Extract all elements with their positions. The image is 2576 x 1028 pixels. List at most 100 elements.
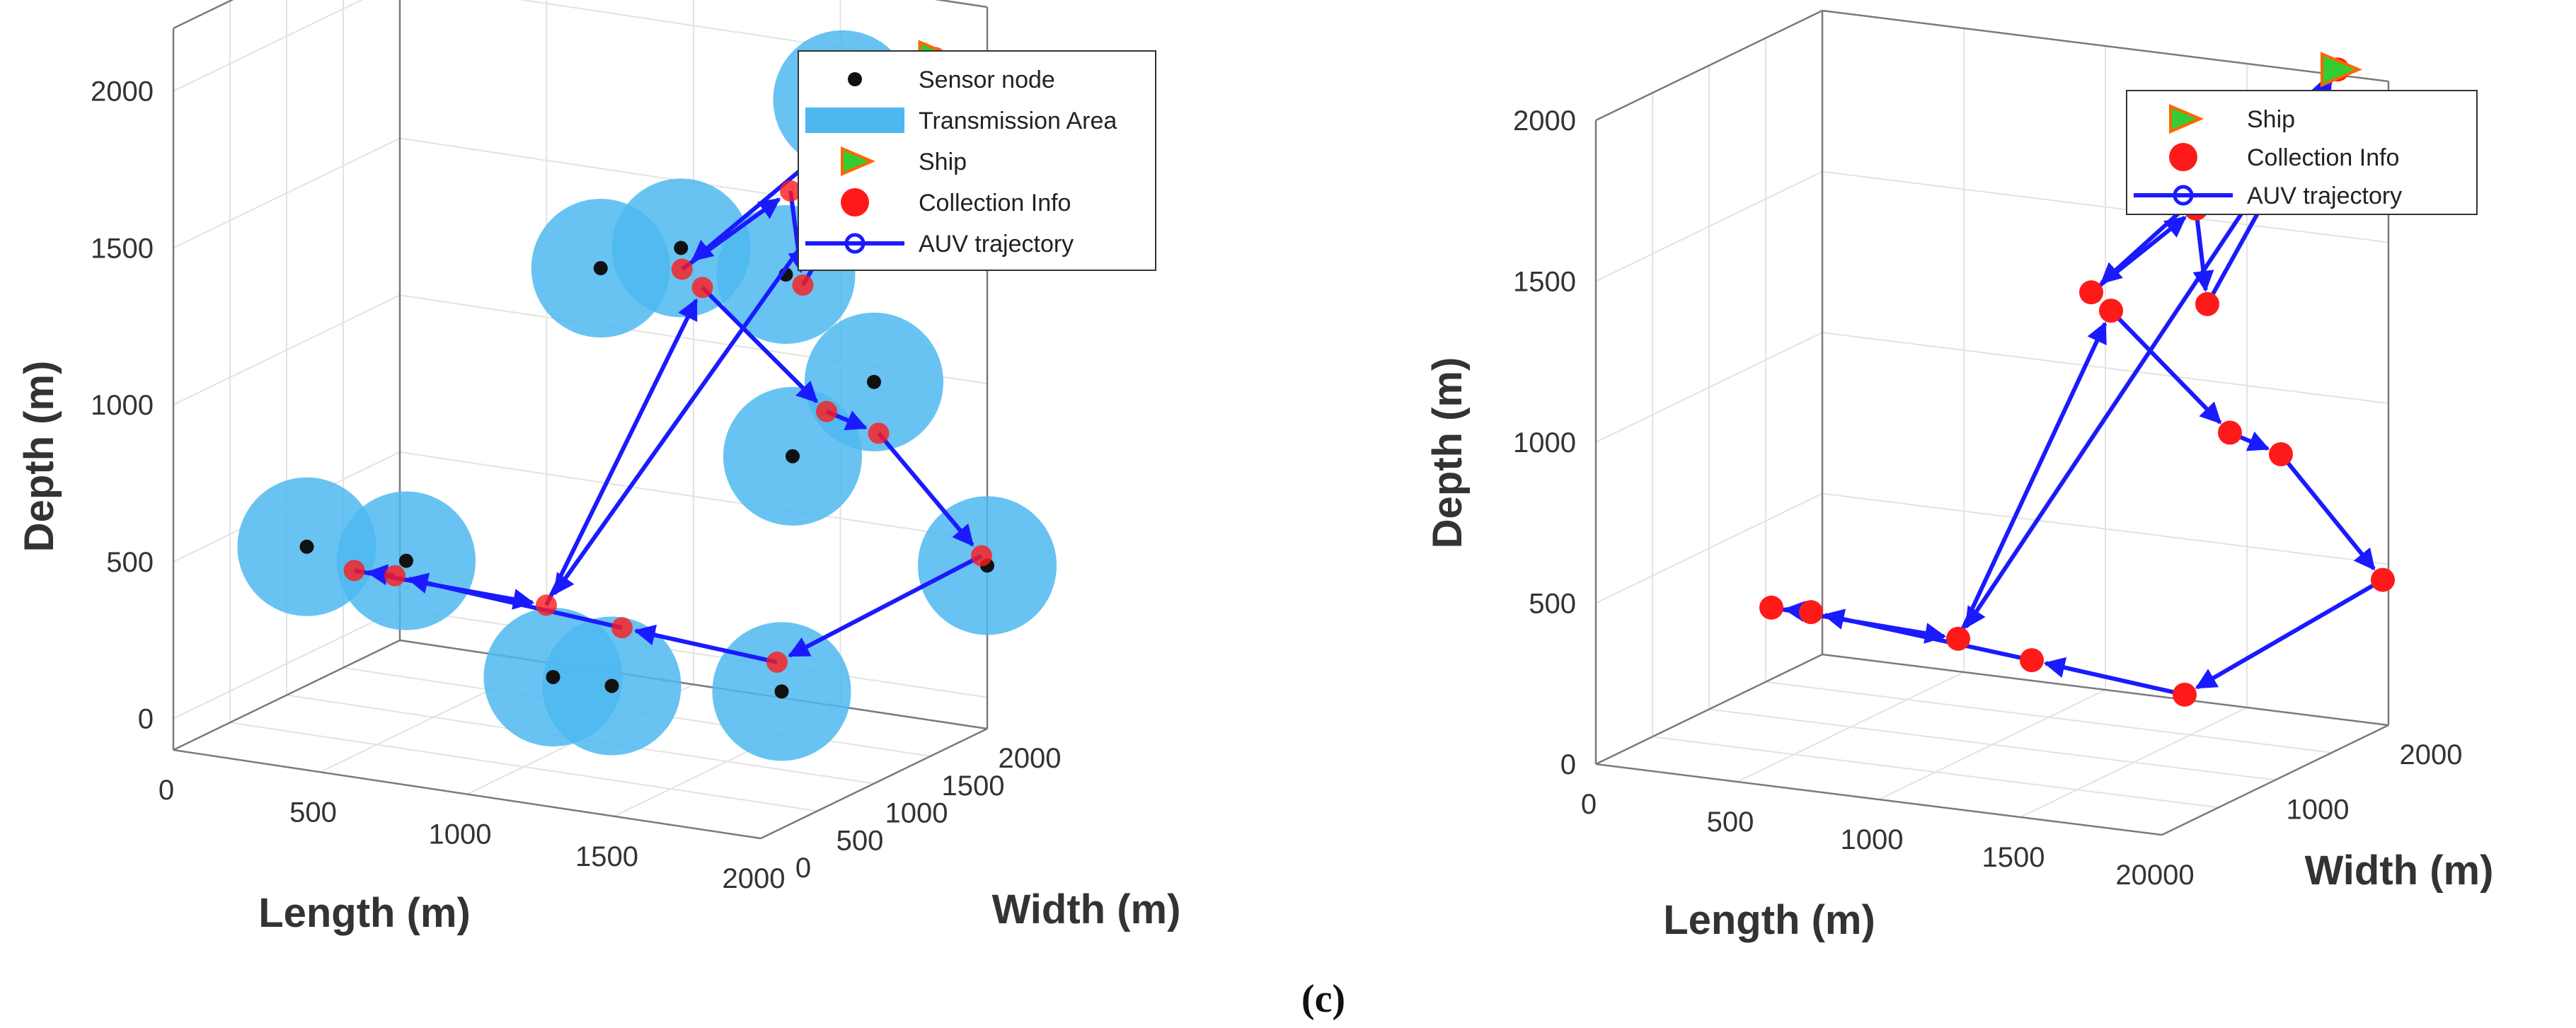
x-tick-label: 0 [1581, 789, 1597, 820]
collection-point [536, 594, 557, 616]
auv-trajectory-segment [2279, 453, 2376, 571]
z-tick-label: 1500 [91, 233, 154, 264]
collection-point [1946, 626, 1970, 651]
sensor-node [867, 374, 881, 389]
collection-point [343, 560, 365, 582]
x-tick-label: 1500 [575, 841, 638, 872]
z-tick-label: 2000 [91, 76, 154, 108]
collection-point [691, 277, 713, 299]
sensor-node [299, 539, 314, 554]
x-tick-label: 1000 [429, 819, 492, 850]
legend-area-icon [805, 108, 904, 133]
sensor-node [604, 678, 619, 693]
auv-trajectory-segment [701, 286, 818, 403]
y-tick-label: 1500 [942, 770, 1005, 802]
legend-label: Collection Info [2247, 144, 2399, 171]
legend-label: Collection Info [919, 190, 1071, 216]
z-tick-label: 500 [1529, 589, 1576, 620]
floor-grid-line [1652, 736, 2219, 809]
collection-point [384, 565, 406, 587]
collection-point [2195, 291, 2219, 316]
collection-point [792, 275, 814, 296]
z-axis-label: Depth (m) [16, 361, 62, 553]
z-tick-label: 1000 [1513, 427, 1576, 458]
sensor-node [774, 684, 789, 699]
auv-trajectory-segment [877, 432, 974, 547]
wall-grid-line [1595, 331, 2389, 443]
legend-label: AUV trajectory [919, 231, 1074, 258]
auv-trajectory-segment [788, 553, 983, 658]
auv-trajectory-segment [680, 197, 781, 271]
collection-point [780, 180, 801, 202]
sensor-node [546, 669, 560, 684]
z-tick-label: 0 [1560, 749, 1576, 780]
collection-point [2218, 420, 2242, 445]
y-axis-label: Width (m) [2305, 848, 2494, 894]
legend-collection-icon [841, 188, 869, 216]
figure-caption: (c) [1301, 977, 1345, 1021]
axis-box-edge [760, 727, 988, 840]
auv-trajectory-segment [544, 298, 698, 606]
y-axis-label: Width (m) [992, 886, 1181, 932]
z-tick-label: 1000 [91, 390, 154, 421]
legend-label: AUV trajectory [2247, 183, 2402, 209]
y-tick-label: 0 [795, 853, 811, 884]
y-tick-label: 2000 [999, 743, 1062, 774]
z-axis-label: Depth (m) [1425, 357, 1471, 549]
collection-point [766, 651, 788, 673]
auv-trajectory-segment [2192, 208, 2214, 292]
auv-trajectory-segment [633, 624, 778, 664]
collection-point [2269, 442, 2293, 466]
legend-collection-icon [2169, 143, 2197, 171]
axis-box-edge [173, 749, 761, 840]
x-tick-label: 0 [159, 775, 174, 806]
x-tick-label: 500 [289, 797, 337, 828]
collection-point [2371, 567, 2395, 592]
auv-trajectory-segment [2109, 309, 2222, 425]
x-tick-label: 20000 [2115, 860, 2194, 891]
ship-marker [2321, 52, 2363, 88]
collection-point [2173, 682, 2197, 707]
sensor-node [674, 241, 689, 255]
auv-trajectory-segment [1956, 321, 2108, 640]
axis-box-edge [1822, 9, 2389, 83]
collection-point [2020, 648, 2044, 673]
y-tick-label: 2000 [2400, 739, 2463, 770]
sensor-node [786, 449, 800, 463]
floor-grid-line [229, 722, 818, 812]
legend-label: Transmission Area [919, 108, 1117, 134]
x-axis-label: Length (m) [1663, 897, 1875, 943]
collection-point [2099, 299, 2123, 323]
chart-right-3d-scatter: 0500100015002000010002000050010001500200… [1425, 9, 2494, 943]
collection-point [816, 400, 837, 422]
axis-box-edge [173, 0, 234, 30]
z-tick-label: 1500 [1513, 267, 1576, 298]
auv-trajectory-segment [1771, 605, 1947, 644]
legend-ship-icon [841, 146, 876, 177]
x-tick-label: 1500 [1982, 842, 2045, 873]
y-tick-label: 500 [836, 825, 884, 856]
collection-point [1799, 600, 1823, 625]
x-axis-label: Length (m) [258, 890, 471, 936]
floor-grid-line [1708, 708, 2276, 781]
axis-box-edge [173, 639, 401, 751]
auv-trajectory-segment [2090, 215, 2187, 294]
collection-point [611, 617, 633, 639]
x-tick-label: 2000 [723, 863, 786, 894]
y-tick-label: 1000 [885, 798, 948, 829]
sensor-node [399, 553, 413, 568]
collection-point [868, 422, 890, 444]
collection-point [671, 258, 693, 280]
legend-trajectory-marker [2173, 185, 2194, 206]
legend-label: Sensor node [919, 67, 1055, 93]
legend-trajectory-marker [844, 233, 866, 254]
sensor-node [593, 261, 608, 276]
axis-box-edge [1822, 653, 2389, 727]
legend-label: Ship [2247, 106, 2295, 133]
auv-trajectory-segment [353, 568, 535, 610]
axis-box-edge [1595, 9, 1823, 122]
floor-grid-line [1765, 681, 2333, 753]
z-tick-label: 0 [138, 704, 154, 735]
